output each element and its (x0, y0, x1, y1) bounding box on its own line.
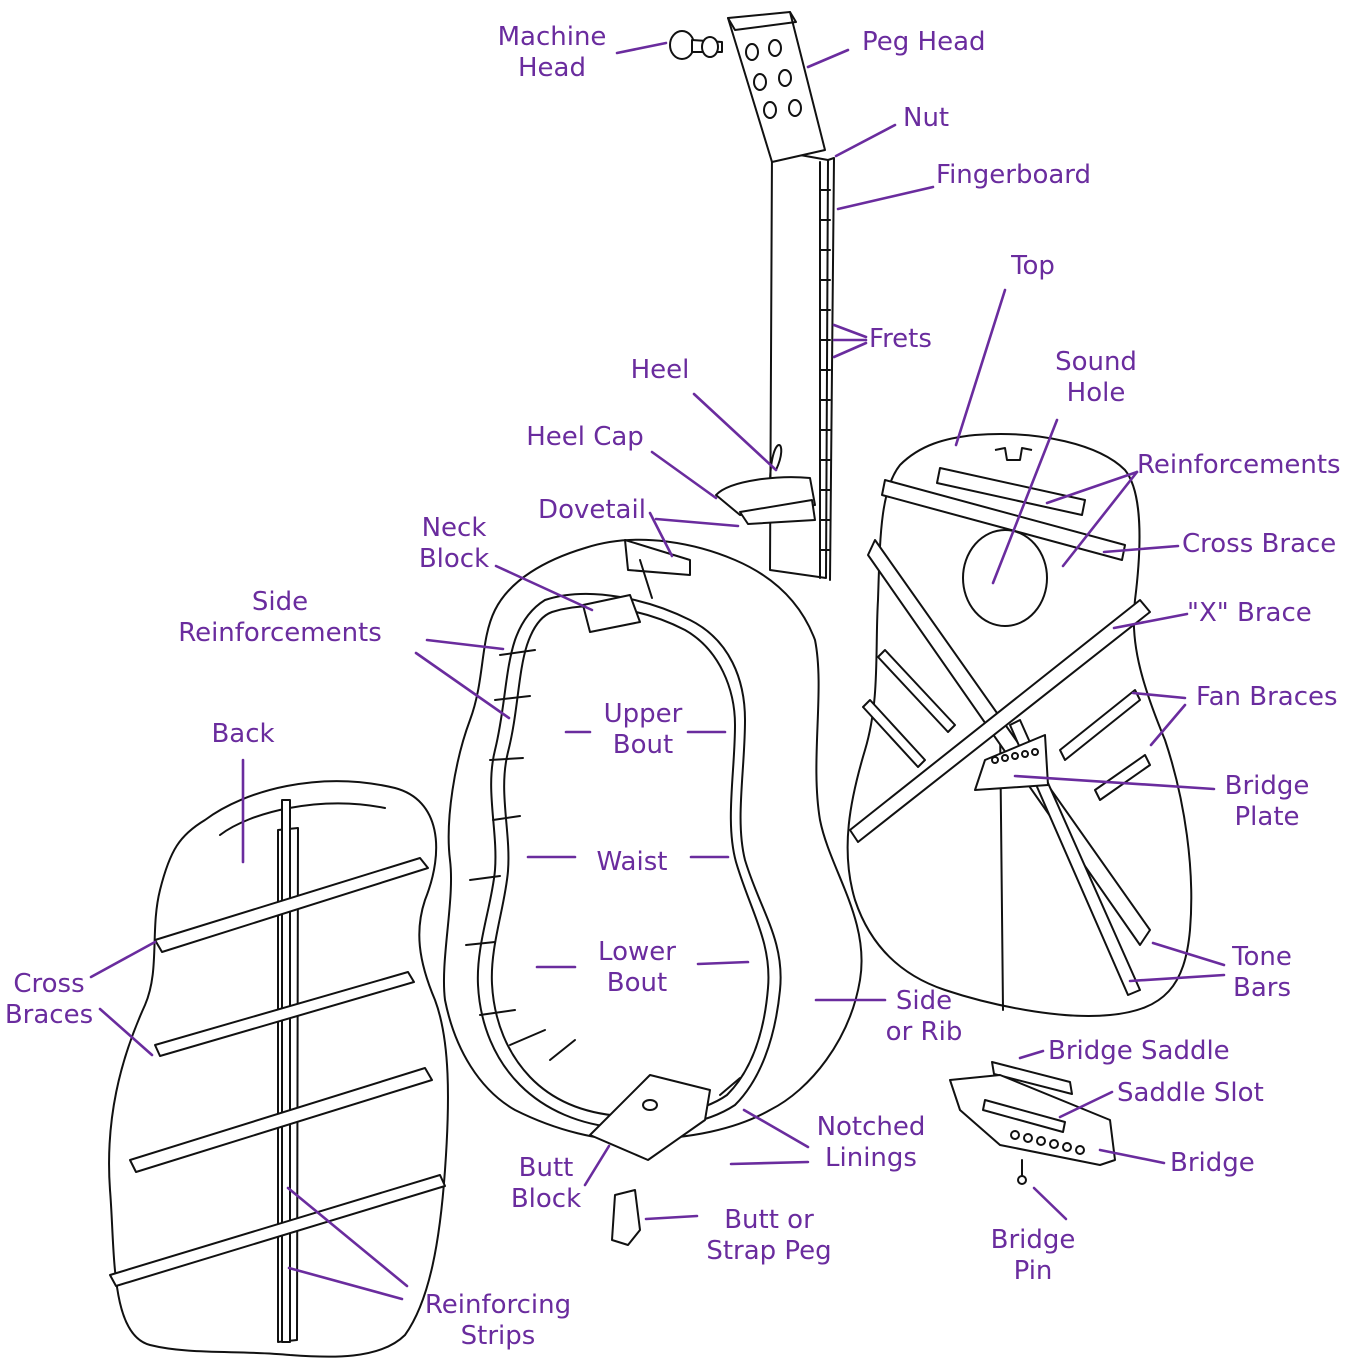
label-butt-or-strap-peg-line2: Strap Peg (694, 1236, 844, 1267)
label-butt-or-strap-peg: Butt or Strap Peg (694, 1205, 844, 1267)
leader-nut (836, 125, 895, 156)
machine-head (670, 31, 722, 59)
label-bridge-plate-line2: Plate (1215, 802, 1319, 833)
bridge-pin (1018, 1160, 1026, 1184)
label-upper-bout: Upper Bout (588, 699, 698, 761)
label-side-reinforcements-line1: Side (160, 587, 400, 618)
leader-frets-1 (834, 325, 866, 337)
label-lower-bout-line1: Lower (582, 937, 692, 968)
label-lower-bout-line2: Bout (582, 968, 692, 999)
label-fingerboard: Fingerboard (936, 160, 1091, 191)
label-frets: Frets (869, 324, 932, 355)
label-machine-head-line2: Head (482, 53, 622, 84)
label-sound-hole: Sound Hole (1036, 347, 1156, 409)
leader-bridge-saddle (1020, 1051, 1043, 1058)
label-bridge-pin: Bridge Pin (980, 1225, 1086, 1287)
label-heel: Heel (610, 355, 710, 386)
label-bridge-plate-line1: Bridge (1215, 771, 1319, 802)
label-butt-block-line2: Block (496, 1184, 596, 1215)
label-dovetail: Dovetail (527, 495, 657, 526)
leader-heel (694, 394, 776, 470)
label-cross-brace: Cross Brace (1182, 529, 1336, 560)
label-butt-block-line1: Butt (496, 1153, 596, 1184)
label-notched-linings-line1: Notched (808, 1112, 934, 1143)
leader-top (956, 290, 1005, 445)
label-machine-head: Machine Head (482, 22, 622, 84)
leader-notched-linings-1 (744, 1110, 808, 1147)
label-bridge: Bridge (1170, 1148, 1255, 1179)
label-reinforcing-strips-line2: Strips (410, 1321, 586, 1352)
label-upper-bout-line2: Bout (588, 730, 698, 761)
label-cross-braces-line1: Cross (2, 969, 96, 1000)
label-lower-bout: Lower Bout (582, 937, 692, 999)
leader-dovetail (656, 519, 738, 526)
label-side-reinforcements: Side Reinforcements (160, 587, 400, 649)
label-sound-hole-line2: Hole (1036, 378, 1156, 409)
leader-notched-linings-2 (731, 1162, 808, 1164)
label-tone-bars-line2: Bars (1222, 973, 1302, 1004)
label-side-or-rib-line1: Side (876, 986, 972, 1017)
leader-machine-head (617, 43, 666, 53)
label-reinforcing-strips: Reinforcing Strips (410, 1290, 586, 1352)
label-reinforcing-strips-line1: Reinforcing (410, 1290, 586, 1321)
leader-frets-3 (834, 343, 866, 357)
leader-fingerboard (838, 187, 933, 209)
sound-hole (963, 530, 1047, 626)
label-side-or-rib-line2: or Rib (876, 1017, 972, 1048)
back-reinforcing-strip (278, 800, 298, 1342)
label-upper-bout-line1: Upper (588, 699, 698, 730)
label-reinforcements: Reinforcements (1137, 450, 1341, 481)
label-fan-braces: Fan Braces (1196, 682, 1338, 713)
strap-peg (612, 1190, 640, 1245)
label-nut: Nut (903, 103, 949, 134)
label-cross-braces-line2: Braces (2, 1000, 96, 1031)
label-sound-hole-line1: Sound (1036, 347, 1156, 378)
leader-bridge-pin (1034, 1188, 1066, 1219)
leader-butt-or-strap-peg (646, 1216, 697, 1219)
label-neck-block: Neck Block (400, 513, 508, 575)
label-bridge-pin-line1: Bridge (980, 1225, 1086, 1256)
leader-heel-cap (652, 452, 716, 498)
label-neck-block-line2: Block (400, 544, 508, 575)
label-tone-bars: Tone Bars (1222, 942, 1302, 1004)
label-x-brace: "X" Brace (1187, 598, 1312, 629)
bridge (950, 1075, 1115, 1165)
label-bridge-saddle: Bridge Saddle (1048, 1036, 1230, 1067)
label-neck-block-line1: Neck (400, 513, 508, 544)
label-back: Back (195, 719, 291, 750)
peg-head (728, 12, 825, 162)
label-top: Top (985, 251, 1081, 282)
label-butt-block: Butt Block (496, 1153, 596, 1215)
label-bridge-pin-line2: Pin (980, 1256, 1086, 1287)
label-butt-or-strap-peg-line1: Butt or (694, 1205, 844, 1236)
label-saddle-slot: Saddle Slot (1117, 1078, 1264, 1109)
label-machine-head-line1: Machine (482, 22, 622, 53)
label-heel-cap: Heel Cap (515, 422, 655, 453)
label-cross-braces: Cross Braces (2, 969, 96, 1031)
label-notched-linings-line2: Linings (808, 1143, 934, 1174)
label-side-or-rib: Side or Rib (876, 986, 972, 1048)
label-peg-head: Peg Head (862, 27, 986, 58)
label-waist: Waist (580, 847, 684, 878)
leader-peg-head (808, 50, 848, 67)
leader-cross-braces-1 (91, 942, 155, 977)
label-bridge-plate: Bridge Plate (1215, 771, 1319, 833)
label-side-reinforcements-line2: Reinforcements (160, 618, 400, 649)
label-notched-linings: Notched Linings (808, 1112, 934, 1174)
label-tone-bars-line1: Tone (1222, 942, 1302, 973)
